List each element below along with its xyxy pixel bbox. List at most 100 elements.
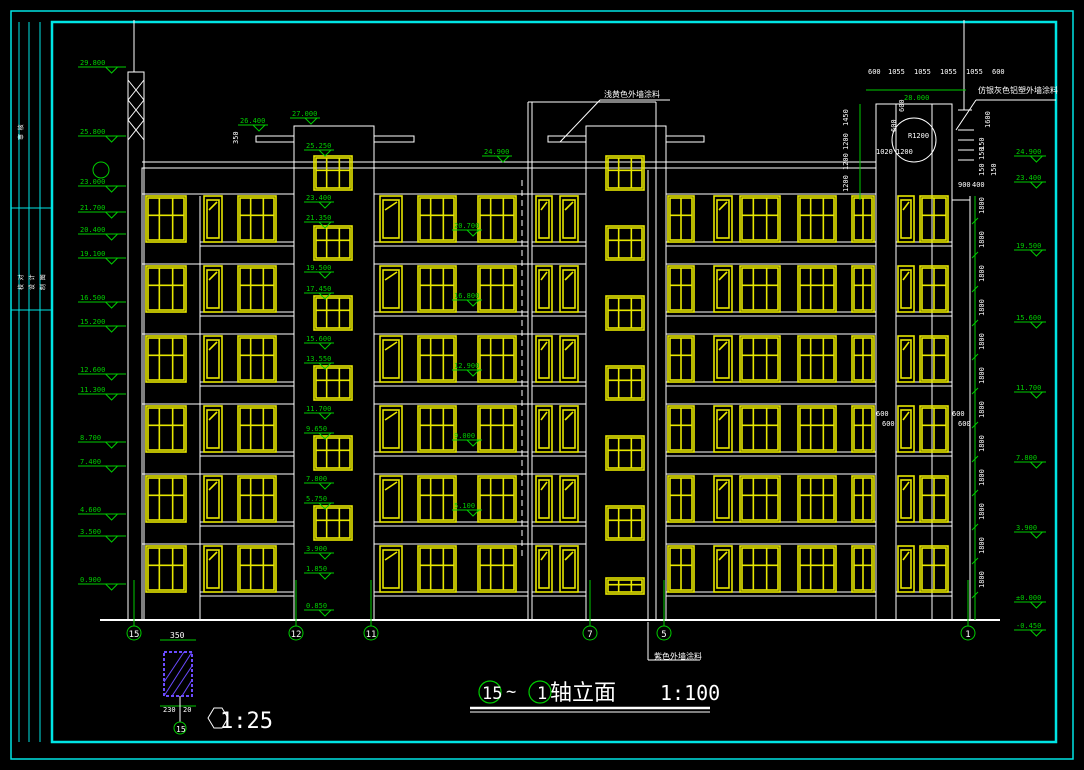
window [477,545,517,593]
outer-border [10,10,1074,760]
window [605,155,645,191]
window [605,225,645,261]
left-level: 16.500 [78,294,126,309]
door [379,195,403,243]
window [919,545,949,593]
detail-dim: 230 [163,706,176,714]
level-value: 25.250 [306,142,331,150]
level-value: 4.600 [80,506,101,514]
window [145,405,187,453]
window [145,335,187,383]
floor-dimension: 1800 [978,333,986,350]
detail-scale: 1:25 [220,709,273,734]
level-value: -0.450 [1016,622,1041,630]
drawing-scale: 1:100 [660,681,720,705]
level-value: 0.900 [80,576,101,584]
level-value: 11.700 [306,405,331,413]
tower-side-dim: 150 [978,137,986,150]
door [379,335,403,383]
level-value: 19.500 [1016,242,1041,250]
door [559,195,579,243]
window [237,405,277,453]
floor-dimension: 1800 [978,571,986,588]
right-tower [875,103,953,621]
dimension-lines [859,89,976,620]
window [797,545,837,593]
mid-level: 5.100 [452,502,482,517]
window [417,335,457,383]
window [797,475,837,523]
window [313,505,353,541]
right-level: -0.450 [1014,622,1046,637]
window [417,195,457,243]
stair-level: 7.800 [304,475,334,490]
door [535,265,553,313]
stair-tower-left [293,125,375,621]
level-value: 19.500 [306,264,331,272]
dimension-tick [971,455,979,463]
window [797,265,837,313]
right-level: 19.500 [1014,242,1046,257]
window [477,195,517,243]
building-outline [100,20,1000,621]
drawing-title: 轴立面 [550,681,616,706]
dimension-tick [971,285,979,293]
level-value: 13.550 [306,355,331,363]
window [919,195,949,243]
stair-level: 23.400 [304,194,334,209]
window [477,475,517,523]
tower-top-dim: 600 [992,68,1005,76]
level-value: 17.450 [306,285,331,293]
level-value: 0.850 [306,602,327,610]
window [739,195,781,243]
window [605,365,645,401]
axis-bubble [126,625,142,641]
tower-top-dim: 1055 [914,68,931,76]
level-value: 19.100 [80,250,105,258]
tower-side-dim: 150 [978,147,986,160]
tower-lower-dim: 400 [972,181,985,189]
door [897,195,915,243]
title-block-label: 校 对 [17,274,25,290]
window [313,225,353,261]
dimension-tick [971,387,979,395]
door [535,405,553,453]
door [713,265,733,313]
window [851,195,875,243]
door [379,475,403,523]
left-mast [127,71,145,621]
tower-small-dim: 600 [876,410,889,418]
detail-axis: 15 [176,725,186,734]
door [379,405,403,453]
axis-label: 5 [661,630,666,640]
door [897,335,915,383]
tower-mid-dim: 1200 [896,148,913,156]
stair-level: 15.600 [304,335,334,350]
floor-dimension: 1800 [978,469,986,486]
door [559,405,579,453]
mid-level: 16.800 [452,292,482,307]
window [667,475,695,523]
door [897,545,915,593]
window [477,265,517,313]
stair-level: 3.900 [304,545,334,560]
level-value: 23.400 [1016,174,1041,182]
level-value: ±0.000 [1016,594,1041,602]
tower-top-dim: 1055 [940,68,957,76]
window [313,435,353,471]
door [713,195,733,243]
window [739,475,781,523]
floor-dimension: 1800 [978,503,986,520]
right-level: 3.900 [1014,524,1046,539]
tower-vertical-dim: 1200 [842,133,850,150]
level-value: 26.400 [240,117,265,125]
dimension-tick [971,489,979,497]
left-level: 21.700 [78,204,126,219]
title-block [11,22,52,742]
window [739,545,781,593]
tower-radius: R1200 [908,132,929,140]
right-level: 7.800 [1014,454,1046,469]
tower-vertical-dim: 1200 [842,175,850,192]
